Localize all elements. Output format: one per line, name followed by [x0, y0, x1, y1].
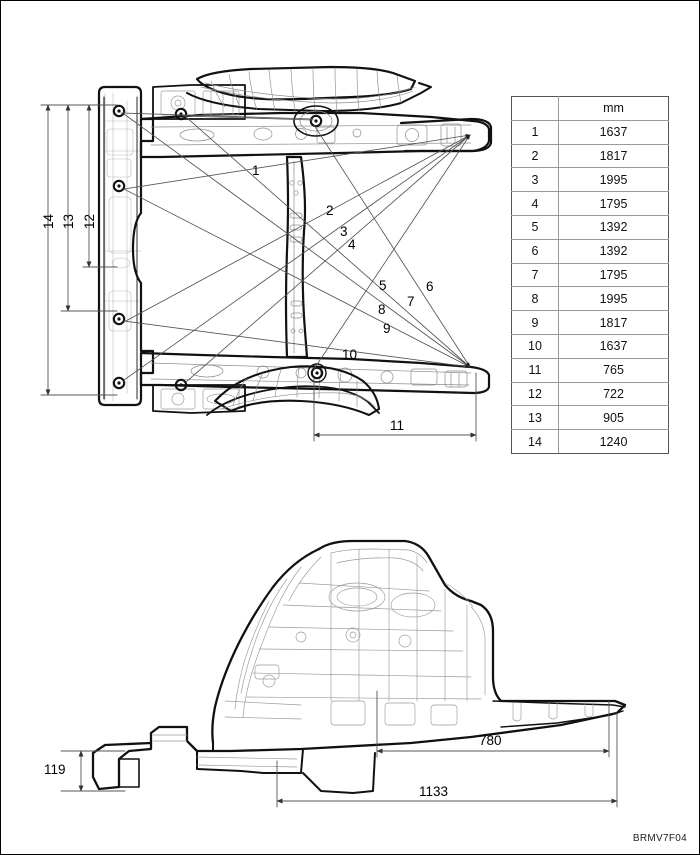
row-value: 1995 — [558, 167, 669, 193]
datum-points — [112, 104, 324, 392]
row-index: 1 — [511, 119, 559, 145]
dimension-label-780: 780 — [479, 733, 502, 748]
row-index: 3 — [511, 167, 559, 193]
callout-label-8: 8 — [378, 302, 386, 317]
row-index: 5 — [511, 214, 559, 240]
row-value: 1637 — [558, 119, 669, 145]
row-index: 8 — [511, 286, 559, 312]
row-value: 1637 — [558, 333, 669, 359]
row-value: 1392 — [558, 214, 669, 240]
callout-label-4: 4 — [348, 237, 356, 252]
row-index: 12 — [511, 381, 559, 407]
row-index: 11 — [511, 357, 559, 383]
row-index: 13 — [511, 405, 559, 431]
callout-label-5: 5 — [379, 278, 387, 293]
row-value: 1817 — [558, 310, 669, 335]
callout-label-1: 1 — [252, 163, 260, 178]
callout-label-3: 3 — [340, 224, 348, 239]
row-value: 1240 — [558, 429, 669, 454]
callout-label-10: 10 — [342, 347, 358, 362]
top-view-group — [40, 65, 493, 442]
dimension-label-14: 14 — [41, 213, 56, 229]
row-value: 905 — [558, 405, 669, 431]
row-index: 4 — [511, 191, 559, 216]
row-index: 14 — [511, 429, 559, 454]
row-value: 1795 — [558, 262, 669, 288]
dimension-label-119: 119 — [44, 762, 66, 777]
row-value: 1392 — [558, 238, 669, 264]
table-header-units: mm — [558, 96, 669, 121]
row-index: 2 — [511, 143, 559, 169]
row-index: 6 — [511, 238, 559, 264]
figure-code: BRMV7F04 — [632, 833, 687, 844]
dimension-label-12: 12 — [82, 213, 97, 229]
row-value: 722 — [558, 381, 669, 407]
row-value: 765 — [558, 357, 669, 383]
row-value: 1995 — [558, 286, 669, 312]
table-header-index — [511, 96, 559, 121]
callout-label-7: 7 — [407, 294, 415, 309]
row-value: 1817 — [558, 143, 669, 169]
table-header-row: mm — [511, 96, 669, 121]
callout-label-2: 2 — [326, 203, 334, 218]
dimension-label-1133: 1133 — [419, 784, 449, 799]
row-index: 10 — [511, 333, 559, 359]
dimension-label-11: 11 — [390, 418, 405, 433]
row-value: 1795 — [558, 191, 669, 216]
dimension-label-13: 13 — [61, 213, 76, 229]
callout-label-9: 9 — [383, 321, 391, 336]
row-index: 7 — [511, 262, 559, 288]
side-view-group — [60, 539, 627, 808]
row-index: 9 — [511, 310, 559, 335]
callout-label-6: 6 — [426, 279, 434, 294]
